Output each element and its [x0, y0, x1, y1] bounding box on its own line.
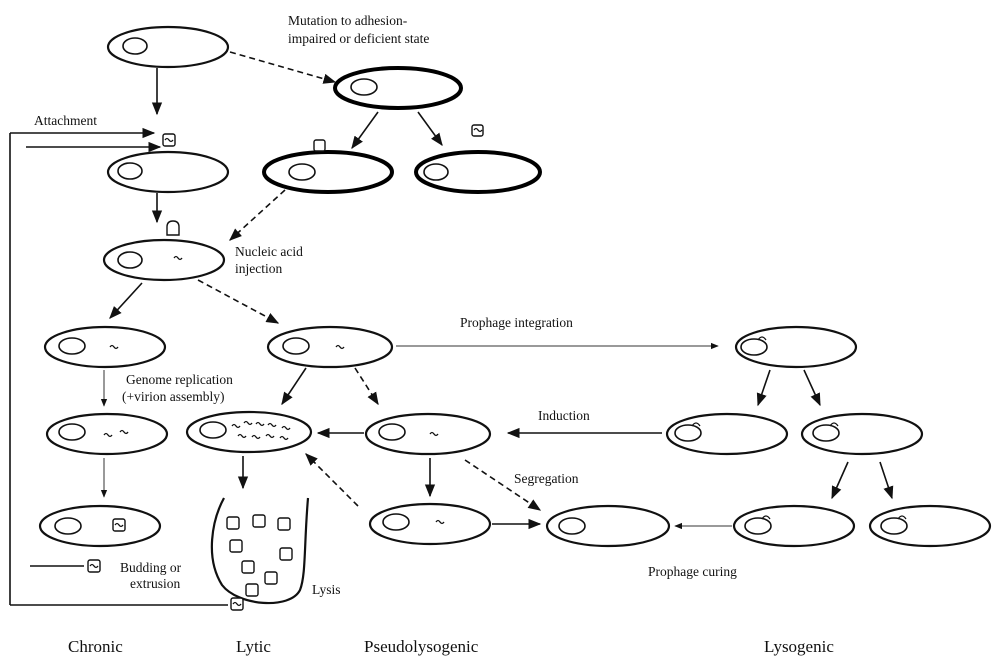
cell-lytic-replicating: [185, 410, 313, 454]
cell-mutant-right: [414, 150, 542, 194]
feedback-lines: [9, 127, 228, 606]
label-mutation-line2: impaired or deficient state: [288, 31, 429, 46]
label-induction: Induction: [538, 408, 590, 423]
category-pseudolysogenic: Pseudolysogenic: [364, 637, 479, 656]
cell-infected: [102, 238, 226, 282]
cell-mutant-left: [262, 150, 394, 194]
cell-cured: [545, 504, 671, 548]
label-prophage-curing: Prophage curing: [648, 564, 737, 579]
cell-chronic-1: [43, 325, 167, 369]
cell-lysogen-5: [868, 504, 992, 548]
phage-returning: [230, 597, 244, 611]
phage-injecting: [166, 220, 180, 236]
cell-lysogen-2: [665, 412, 789, 456]
cell-lysogen-3: [800, 412, 924, 456]
cell-lysogen-1: [734, 325, 858, 369]
phage-mutant-left: [313, 139, 326, 152]
phage-mutant-right: [471, 124, 484, 137]
label-budding-line1: Budding or: [120, 560, 182, 575]
label-genome-replication-line1: Genome replication: [126, 372, 233, 387]
category-chronic: Chronic: [68, 637, 123, 656]
cell-chronic-2: [45, 412, 169, 456]
cell-pseudolysogen-segregating: [368, 502, 492, 546]
phage-attaching: [162, 133, 176, 147]
cell-initial: [106, 25, 230, 69]
label-mutation-line1: Mutation to adhesion-: [288, 13, 408, 28]
label-prophage-integration: Prophage integration: [460, 315, 573, 330]
arrows: [100, 51, 894, 530]
phage-budding: [87, 559, 101, 573]
label-segregation: Segregation: [514, 471, 579, 486]
cell-attached: [106, 150, 230, 194]
label-nucleic-acid-line1: Nucleic acid: [235, 244, 303, 259]
cell-mutant: [333, 66, 463, 110]
cell-lysogen-4: [732, 504, 856, 548]
label-nucleic-acid-line2: injection: [235, 261, 282, 276]
label-genome-replication-line2: (+virion assembly): [122, 389, 224, 404]
category-lysogenic: Lysogenic: [764, 637, 834, 656]
cell-pseudolysogen: [364, 412, 492, 456]
phage-released: [226, 514, 293, 597]
label-budding-line2: extrusion: [130, 576, 180, 591]
cell-lysed: [210, 497, 310, 605]
cell-chronic-3: [38, 504, 162, 548]
category-lytic: Lytic: [236, 637, 271, 656]
label-attachment: Attachment: [34, 113, 97, 128]
cell-intermediate: [266, 325, 394, 369]
label-lysis: Lysis: [312, 582, 341, 597]
